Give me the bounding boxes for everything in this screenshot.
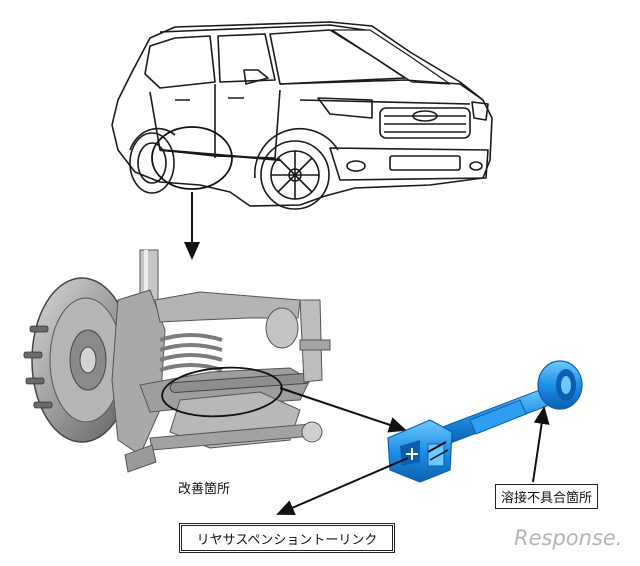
- arrow-part-to-improvement: [276, 457, 409, 516]
- arrow-suspension-to-part: [279, 387, 407, 433]
- response-watermark-logo: Response.: [514, 526, 623, 550]
- weld-defect-location-label: 溶接不具合箇所: [495, 484, 599, 509]
- weld-indicator-line: [427, 441, 447, 453]
- part-name-text: リヤサスペンショントーリンク: [196, 532, 378, 548]
- arrow-defect-to-part: [532, 406, 550, 483]
- improvement-location-label: 改善箇所: [178, 482, 231, 497]
- weld-indicator-line-2: [429, 449, 449, 461]
- suspension-photo: [23, 249, 331, 473]
- vehicle-callout-circle: [151, 126, 233, 190]
- toe-link-part: [387, 360, 583, 483]
- suv-line-drawing: [111, 21, 493, 210]
- part-name-box: リヤサスペンショントーリンク: [179, 523, 395, 553]
